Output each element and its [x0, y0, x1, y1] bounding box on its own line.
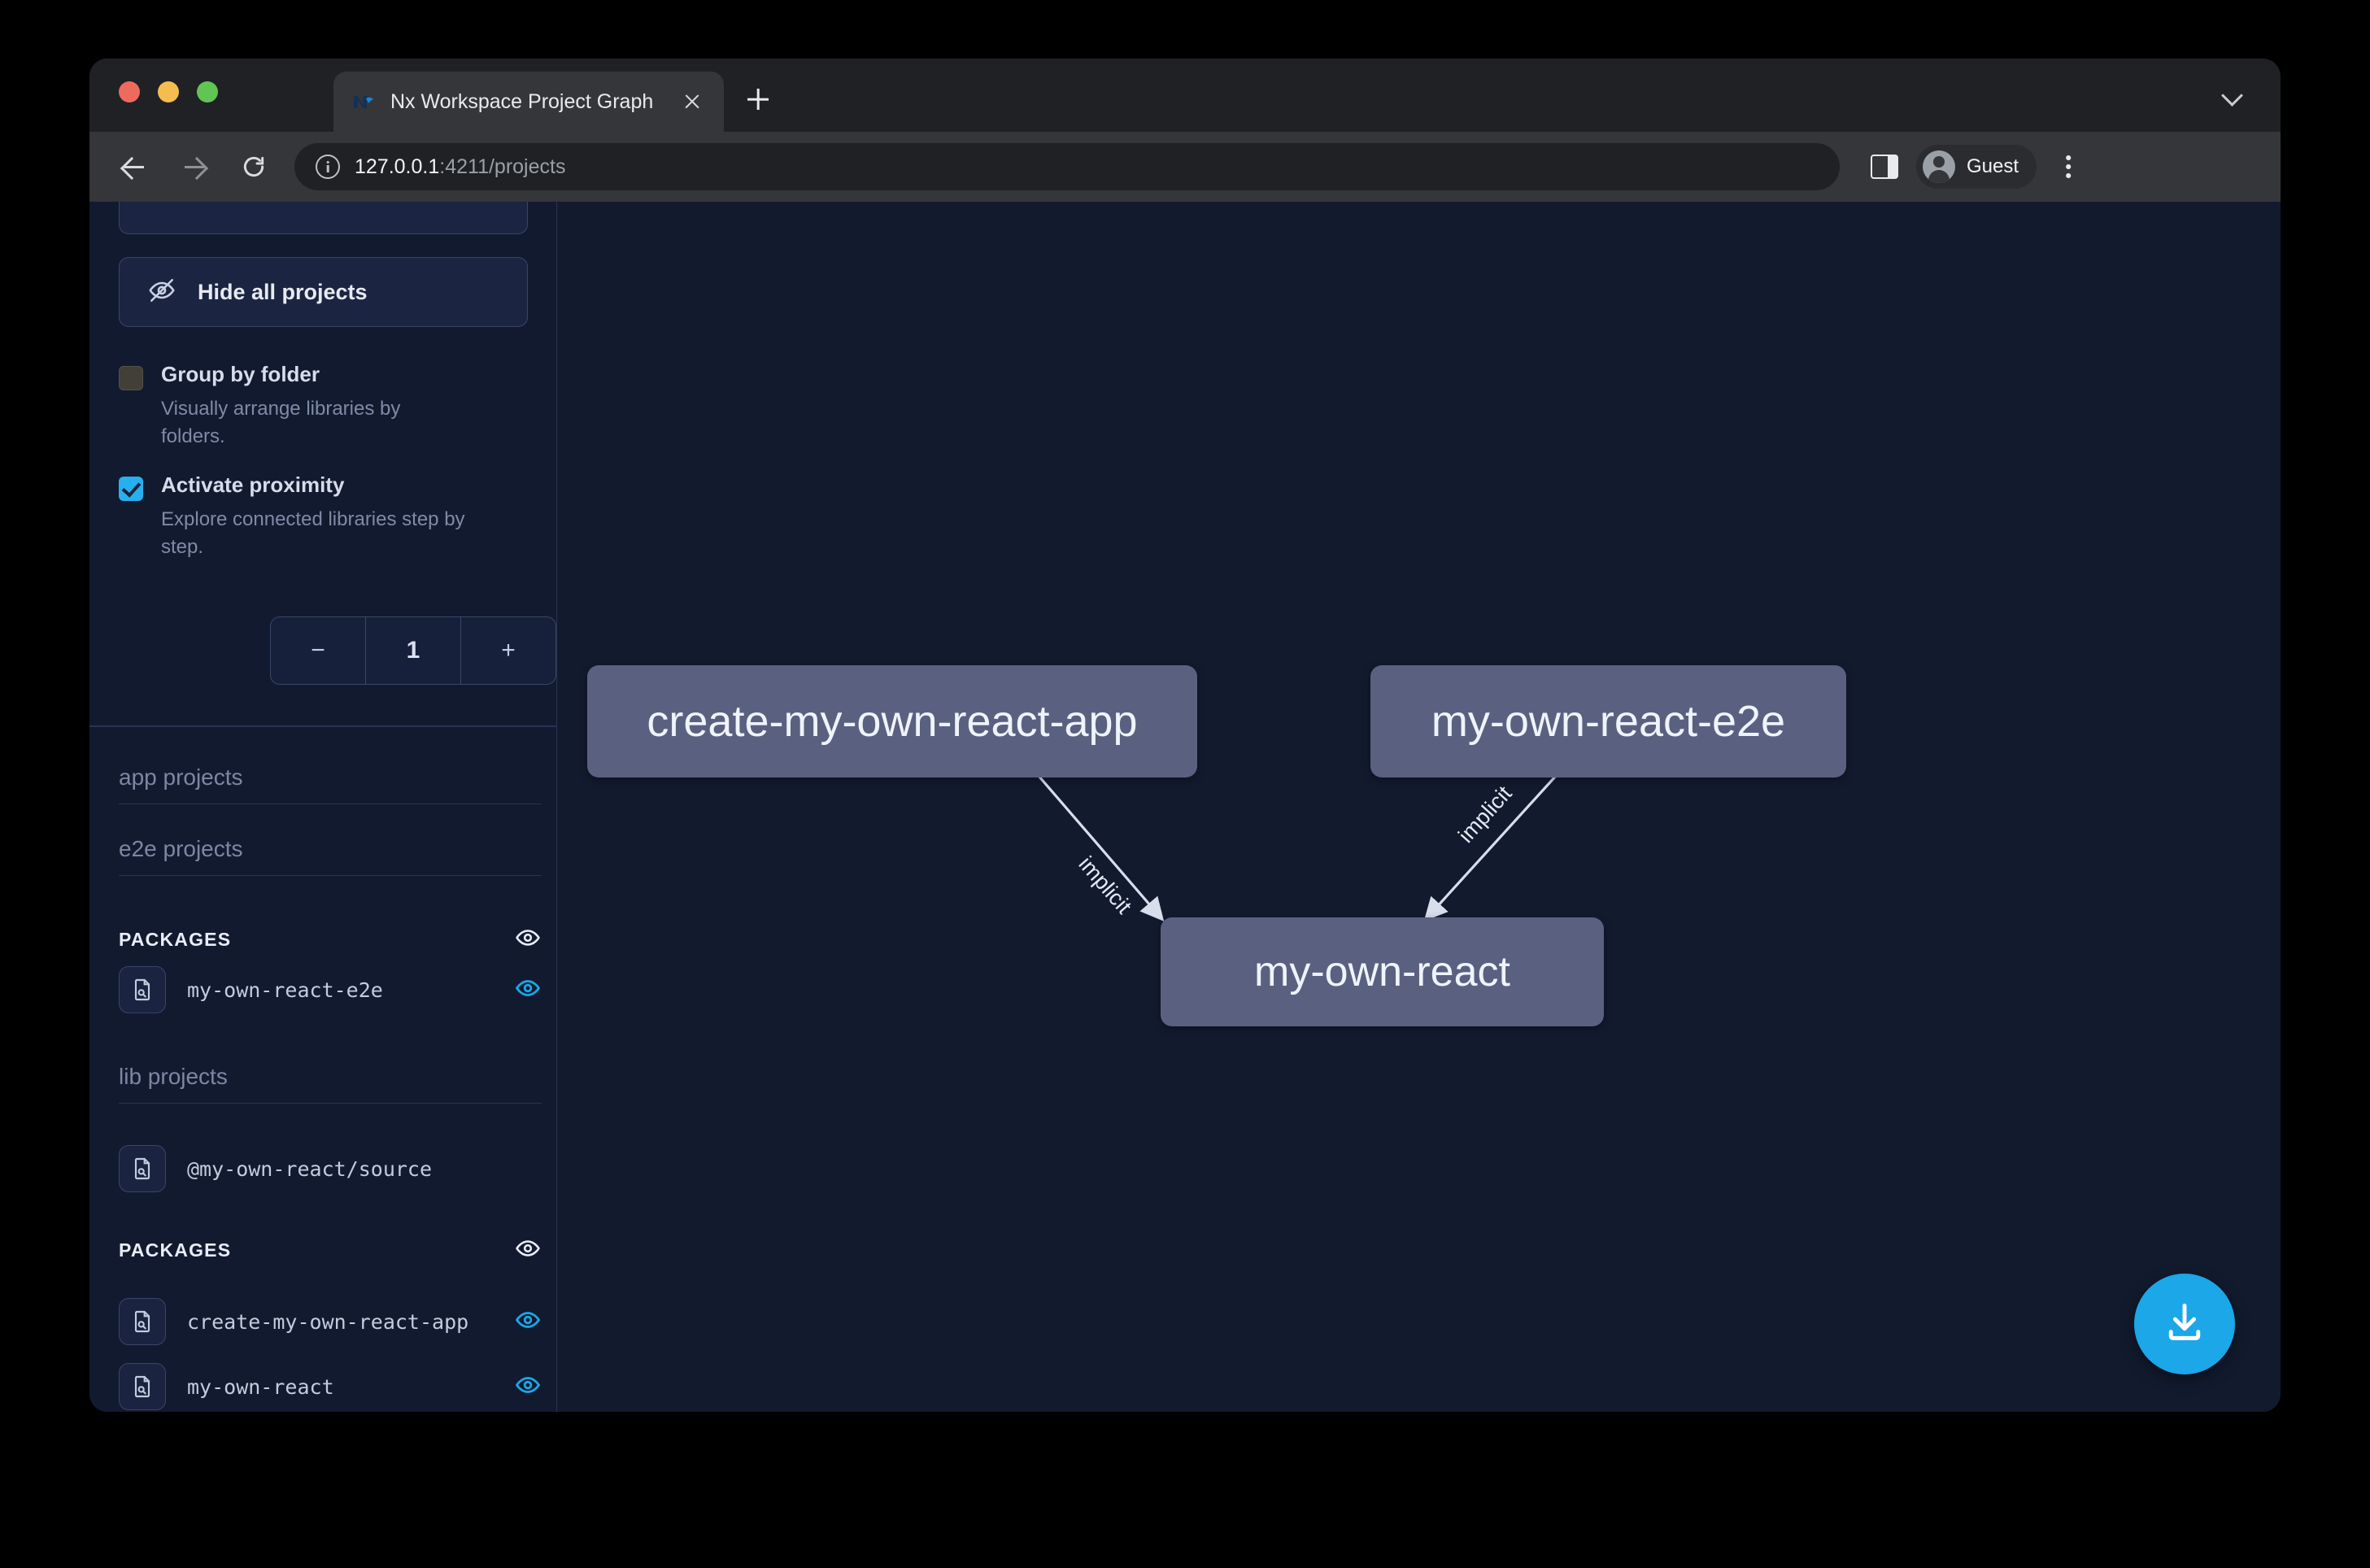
- tab-title: Nx Workspace Project Graph: [390, 89, 654, 113]
- project-name: create-my-own-react-app: [187, 1309, 469, 1334]
- close-tab-icon[interactable]: [678, 88, 706, 115]
- reload-icon[interactable]: [234, 147, 273, 186]
- project-visibility-eye-icon[interactable]: [514, 1306, 542, 1338]
- edge-e2e-to-my-own-react: [1423, 774, 1557, 921]
- info-icon[interactable]: [316, 155, 340, 179]
- close-window-button[interactable]: [119, 81, 140, 102]
- node-label: create-my-own-react-app: [647, 697, 1138, 746]
- activate-proximity-description: Explore connected libraries step by step…: [161, 508, 465, 559]
- activate-proximity-label: Activate proximity: [161, 473, 345, 497]
- profile-label: Guest: [1967, 155, 2019, 177]
- project-row-my-own-react-e2e[interactable]: my-own-react-e2e: [119, 966, 542, 1013]
- option-activate-proximity[interactable]: Activate proximity Explore connected lib…: [119, 472, 542, 561]
- node-label: my-own-react: [1254, 948, 1510, 995]
- window-controls: [119, 81, 218, 102]
- document-search-icon[interactable]: [119, 1145, 166, 1192]
- project-visibility-eye-icon[interactable]: [514, 974, 542, 1006]
- packages-visibility-eye-icon[interactable]: [514, 924, 542, 956]
- eye-off-icon: [147, 276, 176, 309]
- activate-proximity-checkbox[interactable]: [119, 477, 143, 501]
- document-search-icon[interactable]: [119, 1363, 166, 1410]
- project-name: @my-own-react/source: [187, 1156, 433, 1181]
- sidebar-divider: [89, 725, 556, 727]
- proximity-decrement-button[interactable]: −: [311, 637, 325, 664]
- hide-all-projects-button[interactable]: Hide all projects: [119, 257, 528, 327]
- download-graph-button[interactable]: [2134, 1274, 2235, 1374]
- edge-label-implicit-right: implicit: [1453, 781, 1517, 847]
- profile-chip[interactable]: Guest: [1916, 145, 2037, 189]
- proximity-increment-button[interactable]: +: [460, 617, 555, 684]
- browser-tab[interactable]: Nx Workspace Project Graph: [333, 72, 724, 132]
- browser-toolbar: 127.0.0.1:4211/projects Guest: [89, 132, 2281, 202]
- group-by-folder-label: Group by folder: [161, 362, 320, 386]
- url-host: 127.0.0.1: [355, 155, 440, 178]
- packages-header-e2e: PACKAGES: [119, 924, 542, 956]
- project-name: my-own-react-e2e: [187, 978, 383, 1002]
- packages-label: PACKAGES: [119, 1239, 232, 1261]
- node-label: my-own-react-e2e: [1431, 697, 1786, 746]
- packages-header-lib: PACKAGES: [119, 1235, 542, 1266]
- url-path: :4211/projects: [439, 155, 566, 178]
- minimize-window-button[interactable]: [158, 81, 179, 102]
- browser-window: Nx Workspace Project Graph 127.0.0.1:421…: [89, 59, 2281, 1412]
- graph-edges: implicit implicit: [1037, 774, 1557, 921]
- project-graph-canvas[interactable]: implicit implicit create-my-own-react-ap…: [557, 202, 2281, 1412]
- option-group-by-folder[interactable]: Group by folder Visually arrange librari…: [119, 361, 542, 451]
- packages-label: PACKAGES: [119, 929, 232, 950]
- packages-visibility-eye-icon[interactable]: [514, 1235, 542, 1266]
- new-tab-icon[interactable]: [740, 81, 776, 117]
- maximize-window-button[interactable]: [197, 81, 218, 102]
- download-icon: [2159, 1297, 2210, 1352]
- hide-all-projects-label: Hide all projects: [198, 279, 368, 304]
- proximity-stepper[interactable]: − 1 +: [270, 616, 556, 685]
- section-app-projects: app projects: [119, 764, 542, 804]
- graph-node-create-my-own-react-app[interactable]: create-my-own-react-app: [587, 665, 1197, 777]
- edge-create-app-to-my-own-react: [1037, 774, 1165, 921]
- chevron-down-icon[interactable]: [2222, 83, 2246, 107]
- address-bar[interactable]: 127.0.0.1:4211/projects: [294, 143, 1840, 190]
- graph-node-my-own-react[interactable]: my-own-react: [1161, 917, 1604, 1026]
- url-text: 127.0.0.1:4211/projects: [355, 155, 565, 179]
- nx-logo-icon: [351, 89, 376, 114]
- page-content: Hide all projects Group by folder Visual…: [89, 202, 2281, 1412]
- edge-label-implicit-left: implicit: [1074, 852, 1136, 918]
- tab-strip: Nx Workspace Project Graph: [89, 59, 2281, 132]
- project-row-my-own-react[interactable]: my-own-react: [119, 1363, 542, 1410]
- side-panel-icon[interactable]: [1871, 155, 1898, 179]
- proximity-value: 1: [365, 617, 460, 684]
- kebab-menu-icon[interactable]: [2054, 149, 2082, 185]
- graph-node-my-own-react-e2e[interactable]: my-own-react-e2e: [1370, 665, 1846, 777]
- toolbar-actions: Guest: [1871, 145, 2082, 189]
- sidebar: Hide all projects Group by folder Visual…: [89, 202, 557, 1412]
- section-lib-projects: lib projects: [119, 1064, 542, 1104]
- section-e2e-projects: e2e projects: [119, 836, 542, 876]
- project-name: my-own-react: [187, 1374, 334, 1399]
- project-row-my-own-react-source[interactable]: @my-own-react/source: [119, 1145, 542, 1192]
- avatar: [1923, 150, 1955, 183]
- project-row-create-my-own-react-app[interactable]: create-my-own-react-app: [119, 1298, 542, 1345]
- group-by-folder-description: Visually arrange libraries by folders.: [161, 398, 401, 448]
- back-arrow-icon[interactable]: [114, 147, 153, 186]
- forward-arrow-icon[interactable]: [174, 147, 213, 186]
- group-by-folder-checkbox[interactable]: [119, 366, 143, 390]
- document-search-icon[interactable]: [119, 966, 166, 1013]
- document-search-icon[interactable]: [119, 1298, 166, 1345]
- show-all-projects-button-partial[interactable]: [119, 202, 528, 234]
- project-visibility-eye-icon[interactable]: [514, 1371, 542, 1403]
